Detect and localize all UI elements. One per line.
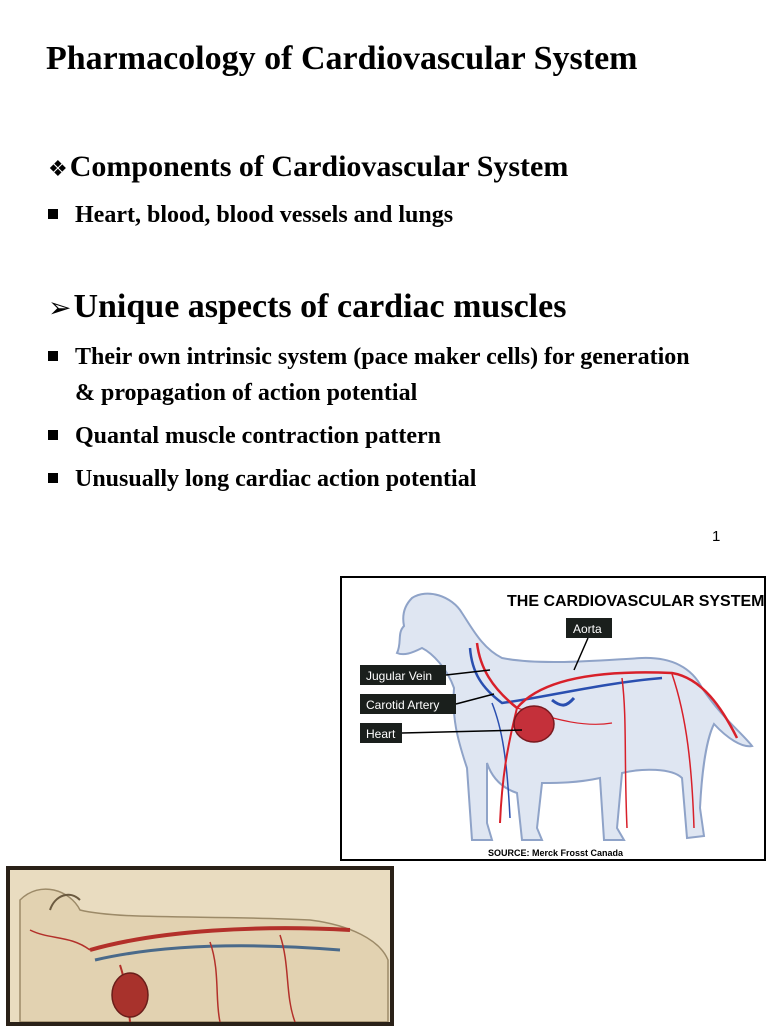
list-item: Heart, blood, blood vessels and lungs (48, 197, 748, 233)
section-heading-unique: ➢ Unique aspects of cardiac muscles (48, 288, 566, 326)
arrowhead-icon: ➢ (48, 291, 72, 324)
heart-label: Heart (360, 723, 523, 743)
aorta-label-text: Aorta (573, 622, 602, 636)
jugular-vein-label-text: Jugular Vein (366, 669, 432, 683)
square-bullet-icon (48, 430, 58, 440)
bullet-text: Their own intrinsic system (pace maker c… (75, 344, 690, 406)
section-heading-components: ❖ Components of Cardiovascular System (48, 150, 568, 184)
slide-title: Pharmacology of Cardiovascular System (46, 40, 638, 77)
list-item: Unusually long cardiac action potential (48, 461, 748, 497)
heart-label-text: Heart (366, 727, 396, 741)
bullet-text: Heart, blood, blood vessels and lungs (75, 202, 454, 228)
square-bullet-icon (48, 209, 58, 219)
carotid-artery-label-text: Carotid Artery (366, 698, 439, 712)
bullet-text: Quantal muscle contraction pattern (75, 423, 441, 449)
square-bullet-icon (48, 351, 58, 361)
diamond-cluster-icon: ❖ (48, 157, 68, 182)
section-heading-text: Components of Cardiovascular System (69, 150, 569, 183)
anatomical-plate-figure (6, 866, 394, 1026)
list-item: Their own intrinsic system (pace maker c… (48, 339, 748, 411)
section-heading-text: Unique aspects of cardiac muscles (73, 288, 567, 325)
figure-title: THE CARDIOVASCULAR SYSTEM (507, 593, 764, 610)
dog-illustration: THE CARDIOVASCULAR SYSTEM Aorta Jugular … (360, 592, 764, 858)
heart-icon (513, 705, 555, 743)
dog-silhouette (395, 592, 754, 841)
aorta-label: Aorta (566, 618, 612, 671)
carotid-artery-label: Carotid Artery (360, 693, 495, 714)
jugular-vein-label: Jugular Vein (360, 665, 491, 685)
heart-icon (111, 972, 149, 1018)
page-number: 1 (712, 528, 721, 545)
bullet-text: Unusually long cardiac action potential (75, 466, 477, 492)
cardiovascular-dog-figure: THE CARDIOVASCULAR SYSTEM Aorta Jugular … (340, 576, 766, 861)
list-item: Quantal muscle contraction pattern (48, 418, 748, 454)
figure-source: SOURCE: Merck Frosst Canada (488, 848, 624, 858)
cow-anatomy-illustration (10, 870, 390, 1022)
square-bullet-icon (48, 473, 58, 483)
